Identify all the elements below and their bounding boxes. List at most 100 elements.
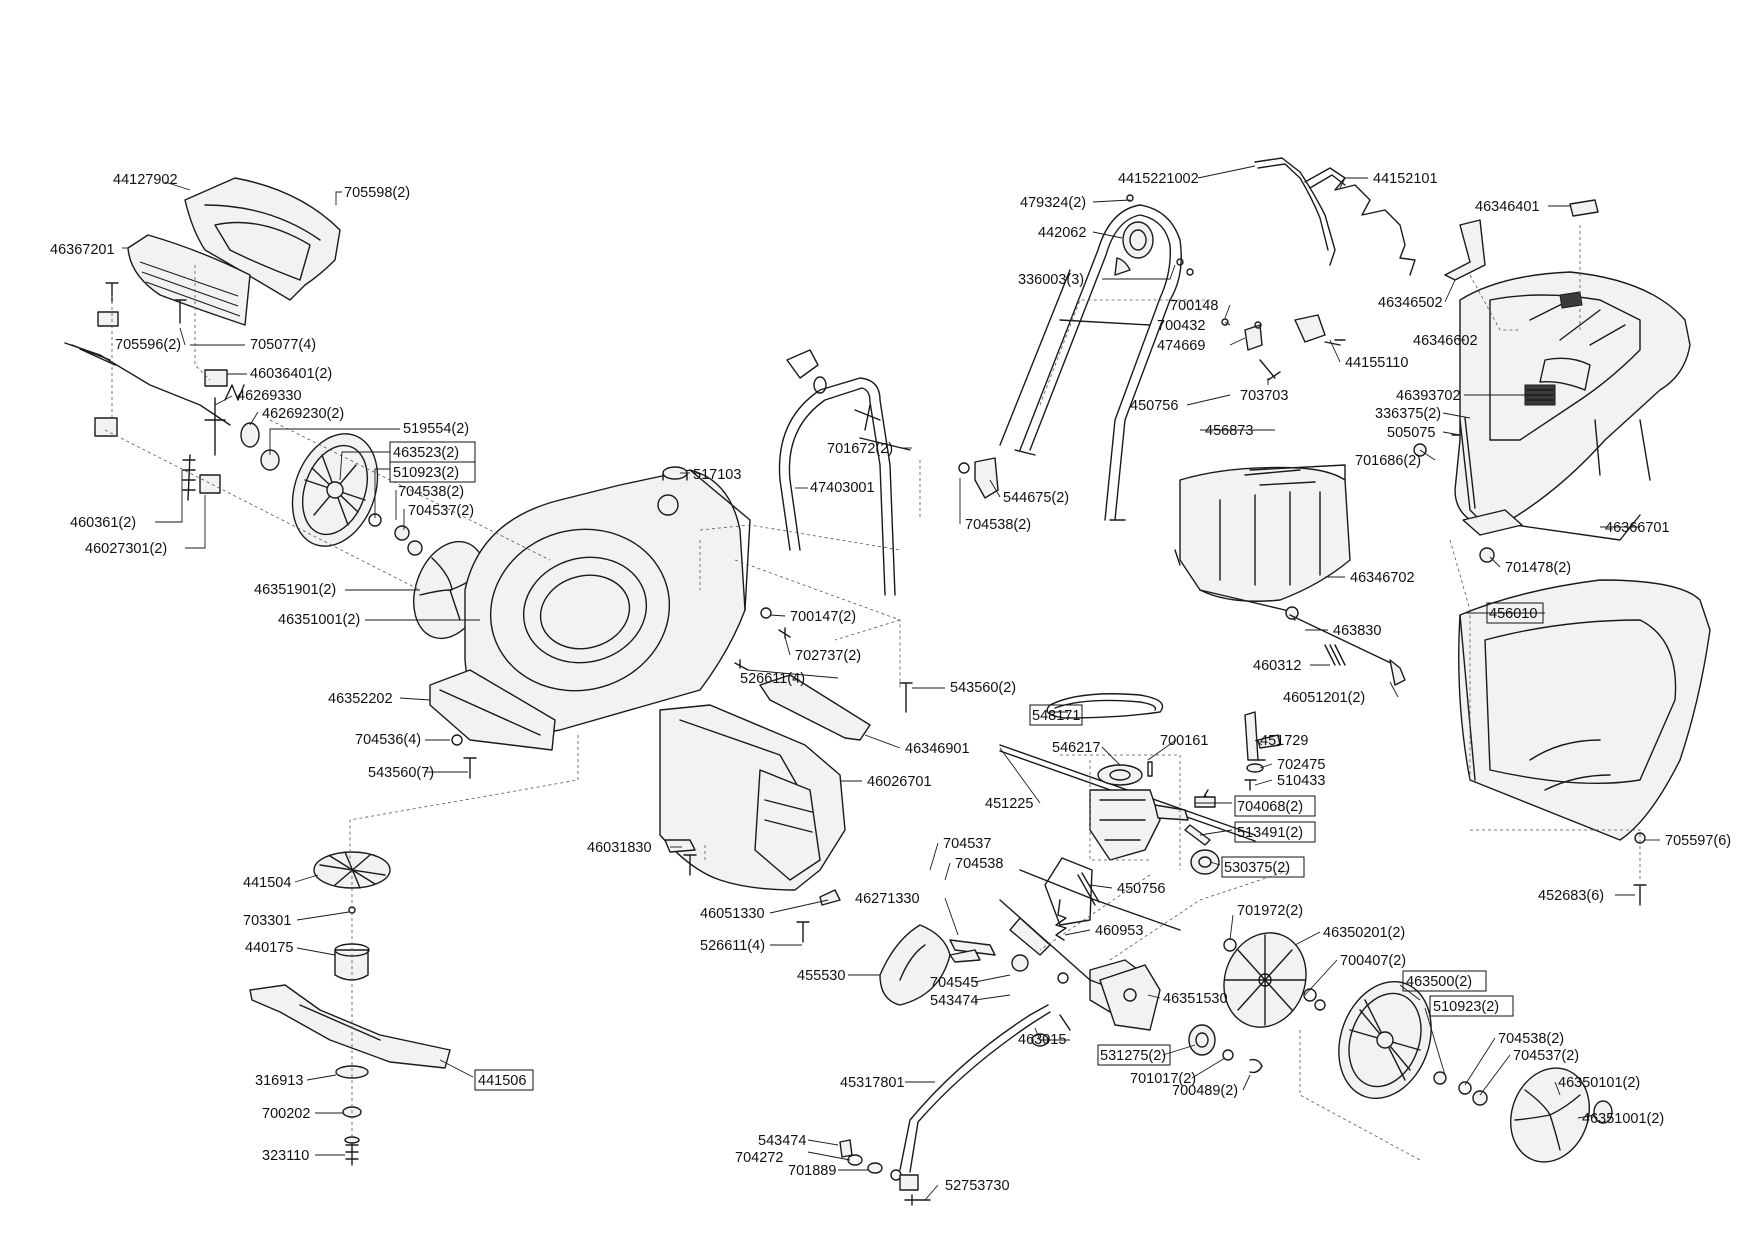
box-530375: [1221, 856, 1305, 878]
label-46026701: 46026701: [867, 774, 932, 790]
gearbox: [999, 719, 1281, 875]
label-505075: 505075: [1387, 425, 1435, 441]
lower-handle: [778, 349, 999, 596]
box-510923-right: [1429, 995, 1514, 1017]
label-705596: 705596(2): [115, 337, 181, 353]
part-labels: 44127902 705598(2) 46367201 705596(2) 70…: [50, 171, 1731, 1194]
box-548171: [1029, 704, 1083, 726]
label-46346901: 46346901: [905, 741, 970, 757]
label-46031830: 46031830: [587, 840, 652, 856]
label-336003: 336003(3): [1018, 272, 1084, 288]
box-513491: [1234, 821, 1316, 843]
bag-frame: [1413, 417, 1641, 563]
label-45317801: 45317801: [840, 1075, 905, 1091]
box-456010: [1486, 602, 1544, 624]
label-456010: 456010: [1489, 606, 1537, 622]
part-drawings: [64, 157, 1711, 1206]
label-705077: 705077(4): [250, 337, 316, 353]
label-543474-mid: 543474: [930, 993, 978, 1009]
label-46351530: 46351530: [1163, 991, 1228, 1007]
label-463500: 463500(2): [1406, 974, 1472, 990]
label-701972: 701972(2): [1237, 903, 1303, 919]
label-47403001: 47403001: [810, 480, 875, 496]
grass-bag: [1458, 579, 1711, 906]
box-463500: [1402, 970, 1487, 992]
label-336375: 336375(2): [1375, 406, 1441, 422]
drive-gear: [1188, 1024, 1263, 1074]
label-702475: 702475: [1277, 757, 1325, 773]
label-46351901: 46351901(2): [254, 582, 336, 598]
label-531275: 531275(2): [1100, 1048, 1166, 1064]
label-702737: 702737(2): [795, 648, 861, 664]
label-513491: 513491(2): [1237, 825, 1303, 841]
label-704068: 704068(2): [1237, 799, 1303, 815]
label-701672: 701672(2): [827, 441, 893, 457]
label-548171: 548171: [1032, 708, 1080, 724]
label-474669: 474669: [1157, 338, 1205, 354]
label-451225: 451225: [985, 796, 1033, 812]
height-spring: [224, 384, 245, 401]
front-cover: [127, 177, 341, 326]
label-703301: 703301: [243, 913, 291, 929]
label-44152101: 44152101: [1373, 171, 1438, 187]
mower-deck: [429, 466, 751, 751]
label-704536: 704536(4): [355, 732, 421, 748]
label-700202: 700202: [262, 1106, 310, 1122]
box-510923-left: [389, 461, 476, 483]
axle-bracket: [1099, 964, 1161, 1031]
label-701889: 701889: [788, 1163, 836, 1179]
label-543560-left: 543560(7): [368, 765, 434, 781]
label-455530: 455530: [797, 968, 845, 984]
label-46352202: 46352202: [328, 691, 393, 707]
screws: [451, 607, 913, 943]
box-531275: [1097, 1044, 1171, 1066]
label-46027301: 46027301(2): [85, 541, 167, 557]
construction-lines: [104, 225, 1641, 1161]
rear-rail: [759, 674, 871, 741]
label-543560-mid: 543560(2): [950, 680, 1016, 696]
bracket: [1244, 711, 1281, 761]
label-704537-mid: 704537: [943, 836, 991, 852]
label-46346401: 46346401: [1475, 199, 1540, 215]
label-4415221002: 4415221002: [1118, 171, 1199, 187]
label-703703: 703703: [1240, 388, 1288, 404]
label-52753730: 52753730: [945, 1178, 1010, 1194]
label-46346602: 46346602: [1413, 333, 1478, 349]
label-46269330: 46269330: [237, 388, 302, 404]
label-700161: 700161: [1160, 733, 1208, 749]
label-46036401: 46036401(2): [250, 366, 332, 382]
label-463523: 463523(2): [393, 445, 459, 461]
label-440175: 440175: [245, 940, 293, 956]
label-46346702: 46346702: [1350, 570, 1415, 586]
box-704068: [1234, 795, 1316, 817]
label-704538-mid: 704538(2): [965, 517, 1031, 533]
label-704538-left: 704538(2): [398, 484, 464, 500]
left-small-parts: [64, 282, 280, 501]
label-704537-right: 704537(2): [1513, 1048, 1579, 1064]
label-704272: 704272: [735, 1150, 783, 1166]
label-543474-low: 543474: [758, 1133, 806, 1149]
label-704538-lower: 704538: [955, 856, 1003, 872]
label-46367201: 46367201: [50, 242, 115, 258]
label-517103: 517103: [693, 467, 741, 483]
label-701478: 701478(2): [1505, 560, 1571, 576]
drive-belt: [1046, 693, 1164, 719]
label-46393702: 46393702: [1396, 388, 1461, 404]
label-46350101: 46350101(2): [1558, 1075, 1640, 1091]
rear-flap: [1174, 464, 1351, 621]
height-lever: [839, 1004, 1051, 1206]
label-46366701: 46366701: [1605, 520, 1670, 536]
label-510923-right: 510923(2): [1433, 999, 1499, 1015]
label-442062: 442062: [1038, 225, 1086, 241]
label-463015: 463015: [1018, 1032, 1066, 1048]
label-46051330: 46051330: [700, 906, 765, 922]
front-hubcap-outer: [1458, 1067, 1613, 1163]
label-544675: 544675(2): [1003, 490, 1069, 506]
flap-rod: [1289, 614, 1406, 686]
label-44127902: 44127902: [113, 172, 178, 188]
label-46350201: 46350201(2): [1323, 925, 1405, 941]
label-530375: 530375(2): [1224, 860, 1290, 876]
springs: [1055, 789, 1216, 941]
rear-wheel-left: [291, 433, 423, 556]
